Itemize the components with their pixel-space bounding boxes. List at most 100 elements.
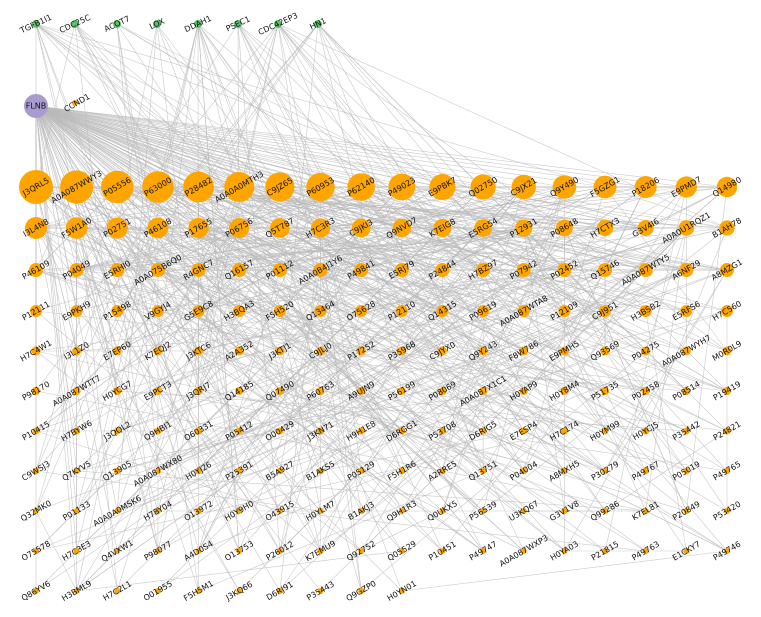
node-cdc42ep3[interactable] (274, 20, 282, 28)
node-d6rj91[interactable] (276, 588, 283, 594)
node-r4gnc7[interactable] (191, 263, 206, 277)
node-e7esp4[interactable] (520, 427, 528, 435)
node-p12110[interactable] (395, 305, 408, 317)
node-p02751[interactable] (106, 217, 128, 239)
node-h0ym99[interactable] (601, 427, 609, 435)
node-q9y243[interactable] (478, 346, 488, 356)
node-a8mxh5[interactable] (561, 467, 568, 475)
node-p17252[interactable] (356, 346, 366, 356)
node-p02452[interactable] (557, 263, 572, 277)
node-j3qql2[interactable] (113, 427, 121, 435)
node-o13753[interactable] (236, 548, 243, 554)
node-p62140[interactable] (347, 173, 375, 201)
node-q02750[interactable] (470, 174, 496, 200)
node-p30279[interactable] (601, 467, 609, 475)
node-g5e9c8[interactable] (192, 305, 205, 317)
node-h7c2l1[interactable] (114, 588, 121, 594)
node-q13464[interactable] (314, 305, 327, 317)
node-k7el81[interactable] (642, 508, 649, 514)
node-p25391[interactable] (236, 467, 243, 475)
node-a9ujn9[interactable] (357, 387, 366, 395)
node-a4d0s4[interactable] (195, 548, 202, 554)
node-d6rgg1[interactable] (398, 427, 406, 435)
node-p09619[interactable] (477, 305, 490, 317)
node-p07942[interactable] (516, 263, 531, 277)
node-hn1[interactable] (314, 20, 322, 28)
node-e9pkh9[interactable] (70, 305, 83, 317)
node-p08648[interactable] (556, 219, 573, 237)
node-p49023[interactable] (388, 173, 416, 201)
node-tgfb1i1[interactable] (32, 20, 40, 28)
node-p10415[interactable] (32, 427, 40, 435)
node-p01112[interactable] (272, 263, 287, 277)
node-p46108[interactable] (147, 217, 169, 239)
node-c9j951[interactable] (599, 305, 612, 317)
node-a0a0u1rqz1[interactable] (678, 220, 695, 236)
node-p49763[interactable] (642, 548, 649, 554)
node-p35443[interactable] (317, 588, 324, 594)
node-c9wsj3[interactable] (32, 467, 40, 475)
node-p05129[interactable] (357, 467, 365, 475)
node-q0ukx5[interactable] (439, 508, 446, 514)
node-p53420[interactable] (724, 508, 730, 514)
node-j3ktc6[interactable] (194, 346, 204, 356)
node-p56199[interactable] (397, 387, 406, 395)
node-p08069[interactable] (438, 387, 447, 395)
node-h0ya03[interactable] (561, 548, 568, 554)
node-f5gzg1[interactable] (593, 175, 617, 199)
node-j3kn71[interactable] (317, 427, 325, 435)
node-p28482[interactable] (183, 171, 214, 203)
node-c9jyx0[interactable] (437, 346, 447, 356)
node-a0a087wtt7[interactable] (72, 387, 81, 395)
node-e5rhi0[interactable] (110, 263, 125, 277)
node-q86yv6[interactable] (33, 588, 39, 594)
node-cdc25c[interactable] (71, 20, 79, 28)
node-e9pct3[interactable] (153, 387, 162, 395)
node-p12931[interactable] (515, 219, 533, 237)
node-p60953[interactable] (306, 172, 335, 202)
node-o13972[interactable] (195, 508, 202, 514)
node-p01133[interactable] (73, 508, 80, 514)
node-h0y8m4[interactable] (560, 387, 569, 395)
node-e9pmh5[interactable] (559, 346, 569, 356)
node-j3ktj1[interactable] (275, 346, 285, 356)
node-q05529[interactable] (398, 548, 405, 554)
node-o75628[interactable] (355, 305, 368, 317)
node-k7eig8[interactable] (433, 219, 452, 237)
node-p24844[interactable] (435, 263, 450, 277)
node-a0a0a0mth3[interactable] (224, 172, 255, 202)
node-f5w1a0[interactable] (65, 217, 88, 239)
node-p49746[interactable] (724, 548, 730, 554)
node-a2a352[interactable] (234, 346, 244, 356)
node-a6nf29[interactable] (679, 263, 694, 277)
node-q13905[interactable] (114, 467, 121, 475)
node-o00429[interactable] (276, 427, 284, 435)
node-e1cky7[interactable] (683, 548, 690, 554)
node-h0yap9[interactable] (519, 387, 528, 395)
node-h0ylm7[interactable] (317, 508, 324, 514)
node-q92752[interactable] (358, 548, 365, 554)
node-f5h5m1[interactable] (195, 588, 202, 594)
node-p98077[interactable] (154, 548, 161, 554)
node-p53708[interactable] (438, 427, 446, 435)
node-p02458[interactable] (641, 387, 650, 395)
node-acot7[interactable] (113, 20, 121, 28)
node-p05556[interactable] (101, 170, 134, 204)
node-c9jki3[interactable] (351, 218, 371, 238)
node-p20849[interactable] (683, 508, 690, 514)
node-p63000[interactable] (142, 171, 174, 203)
node-q99286[interactable] (602, 508, 609, 514)
node-u3kq67[interactable] (520, 508, 527, 514)
node-i3l4n8[interactable] (25, 217, 47, 239)
node-b1aks5[interactable] (317, 467, 324, 475)
node-h9h1e8[interactable] (357, 427, 365, 435)
node-q7kyv5[interactable] (73, 467, 80, 475)
node-h7c174[interactable] (560, 427, 568, 435)
node-h0yn01[interactable] (398, 588, 405, 594)
node-p04275[interactable] (641, 346, 651, 356)
node-q14980[interactable] (716, 176, 738, 198)
node-h0ycj5[interactable] (642, 427, 650, 435)
node-a0a075b6q0[interactable] (150, 263, 165, 277)
node-q13751[interactable] (479, 467, 487, 475)
node-p04004[interactable] (520, 467, 527, 475)
